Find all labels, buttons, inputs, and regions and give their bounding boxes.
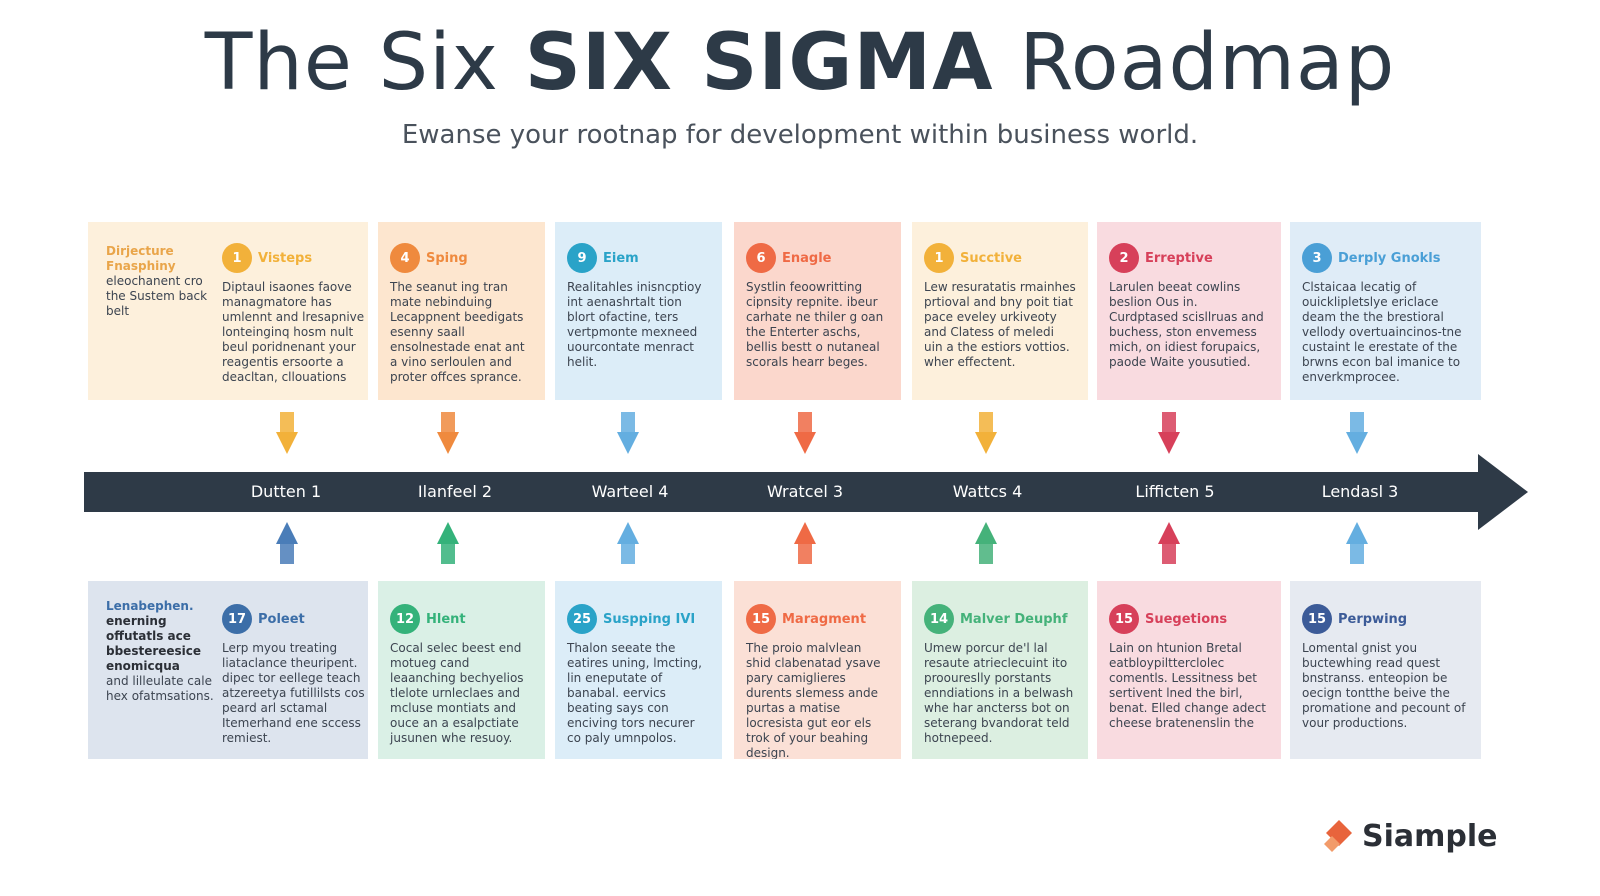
card-header: 12 Hlent	[390, 604, 533, 634]
card-header: 14 Malver Deuphf	[924, 604, 1076, 634]
card-text: Lerp myou treating liataclance theuripen…	[222, 641, 365, 745]
diamond-logo-icon	[1324, 820, 1352, 852]
page-title: The Six SIX SIGMA Roadmap	[204, 18, 1396, 108]
card-title: Eiem	[603, 250, 639, 266]
card-title: Poleet	[258, 611, 305, 627]
step-number-badge: 14	[924, 604, 954, 634]
card-title: Erreptive	[1145, 250, 1213, 266]
step-number-badge: 15	[1302, 604, 1332, 634]
step-number-badge: 6	[746, 243, 776, 273]
timeline-arrowhead	[1478, 454, 1528, 530]
card-header: 2 Erreptive	[1109, 243, 1269, 273]
bottom-side-note: Lenabephen. enerning offutatls ace bbest…	[106, 599, 224, 704]
card-title: Derply Gnokls	[1338, 250, 1441, 266]
card-header: 1 Succtive	[924, 243, 1076, 273]
card-title: Succtive	[960, 250, 1022, 266]
card-text: Lain on htunion Bretal eatbloypiltterclo…	[1109, 641, 1266, 730]
card-header: 4 Sping	[390, 243, 533, 273]
card-text: Clstaicaa lecatig of ouicklipletslye eri…	[1302, 280, 1462, 384]
bottom-side-bold-text: enerning offutatls ace bbestereesice eno…	[106, 614, 202, 673]
card-text: Larulen beeat cowlins beslion Ous in. Cu…	[1109, 280, 1264, 369]
card-text: Cocal selec beest end motueg cand leaanc…	[390, 641, 524, 745]
timeline-stage-label: Ilanfeel 2	[417, 482, 493, 501]
card-title: Enagle	[782, 250, 832, 266]
card-text: Systlin feoowritting cipnsity repnite. i…	[746, 280, 884, 369]
card-header: 17 Poleet	[222, 604, 368, 634]
top-side-note: Dirjecture Fnasphiny eleochanent cro the…	[106, 244, 224, 319]
card-title: Visteps	[258, 250, 313, 266]
bottom-card-3: 25 Suspping IVI Thalon seeate the eatires …	[555, 581, 722, 759]
card-title: Sping	[426, 250, 468, 266]
timeline-stage-label: Dutten 1	[250, 482, 322, 501]
timeline-stage-label: Warteel 4	[591, 482, 669, 501]
card-title: Suegetions	[1145, 611, 1228, 627]
card-text: Lew resuratatis rmainhes prtioval and bn…	[924, 280, 1076, 369]
card-header: 25 Suspping IVI	[567, 604, 710, 634]
card-title: Suspping IVI	[603, 611, 696, 627]
step-number-badge: 1	[924, 243, 954, 273]
step-number-badge: 12	[390, 604, 420, 634]
card-header: 6 Enagle	[746, 243, 889, 273]
brand-logo-text: Siample	[1362, 818, 1498, 854]
card-header: 3 Derply Gnokls	[1302, 243, 1469, 273]
card-title: Perpwing	[1338, 611, 1408, 627]
timeline-stage-label: Wratcel 3	[766, 482, 844, 501]
card-title: Maragment	[782, 611, 867, 627]
card-text: Thalon seeate the eatires uning, lmcting…	[567, 641, 702, 745]
card-header: 15 Perpwing	[1302, 604, 1469, 634]
card-title: Hlent	[426, 611, 466, 627]
top-side-text: eleochanent cro the Sustem back belt	[106, 274, 208, 318]
step-number-badge: 25	[567, 604, 597, 634]
step-number-badge: 2	[1109, 243, 1139, 273]
timeline-bar	[84, 472, 1484, 512]
timeline-stage-label: Lifficten 5	[1135, 482, 1215, 501]
card-title: Malver Deuphf	[960, 611, 1068, 627]
bottom-side-title: Lenabephen.	[106, 599, 194, 613]
card-header: 9 Eiem	[567, 243, 710, 273]
card-text: Lomental gnist you buctewhing read quest…	[1302, 641, 1466, 730]
card-text: Realitahles inisncptioy int aenashrtalt …	[567, 280, 702, 369]
step-number-badge: 9	[567, 243, 597, 273]
card-text: The proio malvlean shid clabenatad ysave…	[746, 641, 881, 759]
step-number-badge: 4	[390, 243, 420, 273]
step-number-badge: 3	[1302, 243, 1332, 273]
page-subtitle: Ewanse your rootnap for development with…	[401, 120, 1199, 150]
card-header: 15 Maragment	[746, 604, 889, 634]
bottom-side-text: and lilleulate cale hex ofatmsations.	[106, 674, 214, 703]
card-header: 1 Visteps	[222, 243, 368, 273]
card-header: 15 Suegetions	[1109, 604, 1269, 634]
top-side-title: Dirjecture Fnasphiny	[106, 244, 176, 273]
step-number-badge: 15	[746, 604, 776, 634]
timeline-stage-label: Wattcs 4	[952, 482, 1023, 501]
step-number-badge: 1	[222, 243, 252, 273]
step-number-badge: 17	[222, 604, 252, 634]
step-number-badge: 15	[1109, 604, 1139, 634]
card-text: Umew porcur de'l lal resaute atrieclecui…	[924, 641, 1074, 745]
timeline-stage-label: Lendasl 3	[1321, 482, 1399, 501]
bottom-card-row: Lenabephen. enerning offutatls ace bbest…	[0, 581, 1600, 759]
top-card-row: Dirjecture Fnasphiny eleochanent cro the…	[0, 222, 1600, 400]
brand-logo: Siample	[1322, 818, 1498, 854]
card-text: Diptaul isaones faove managmatore has um…	[222, 280, 365, 384]
card-text: The seanut ing tran mate nebinduing Leca…	[390, 280, 525, 384]
